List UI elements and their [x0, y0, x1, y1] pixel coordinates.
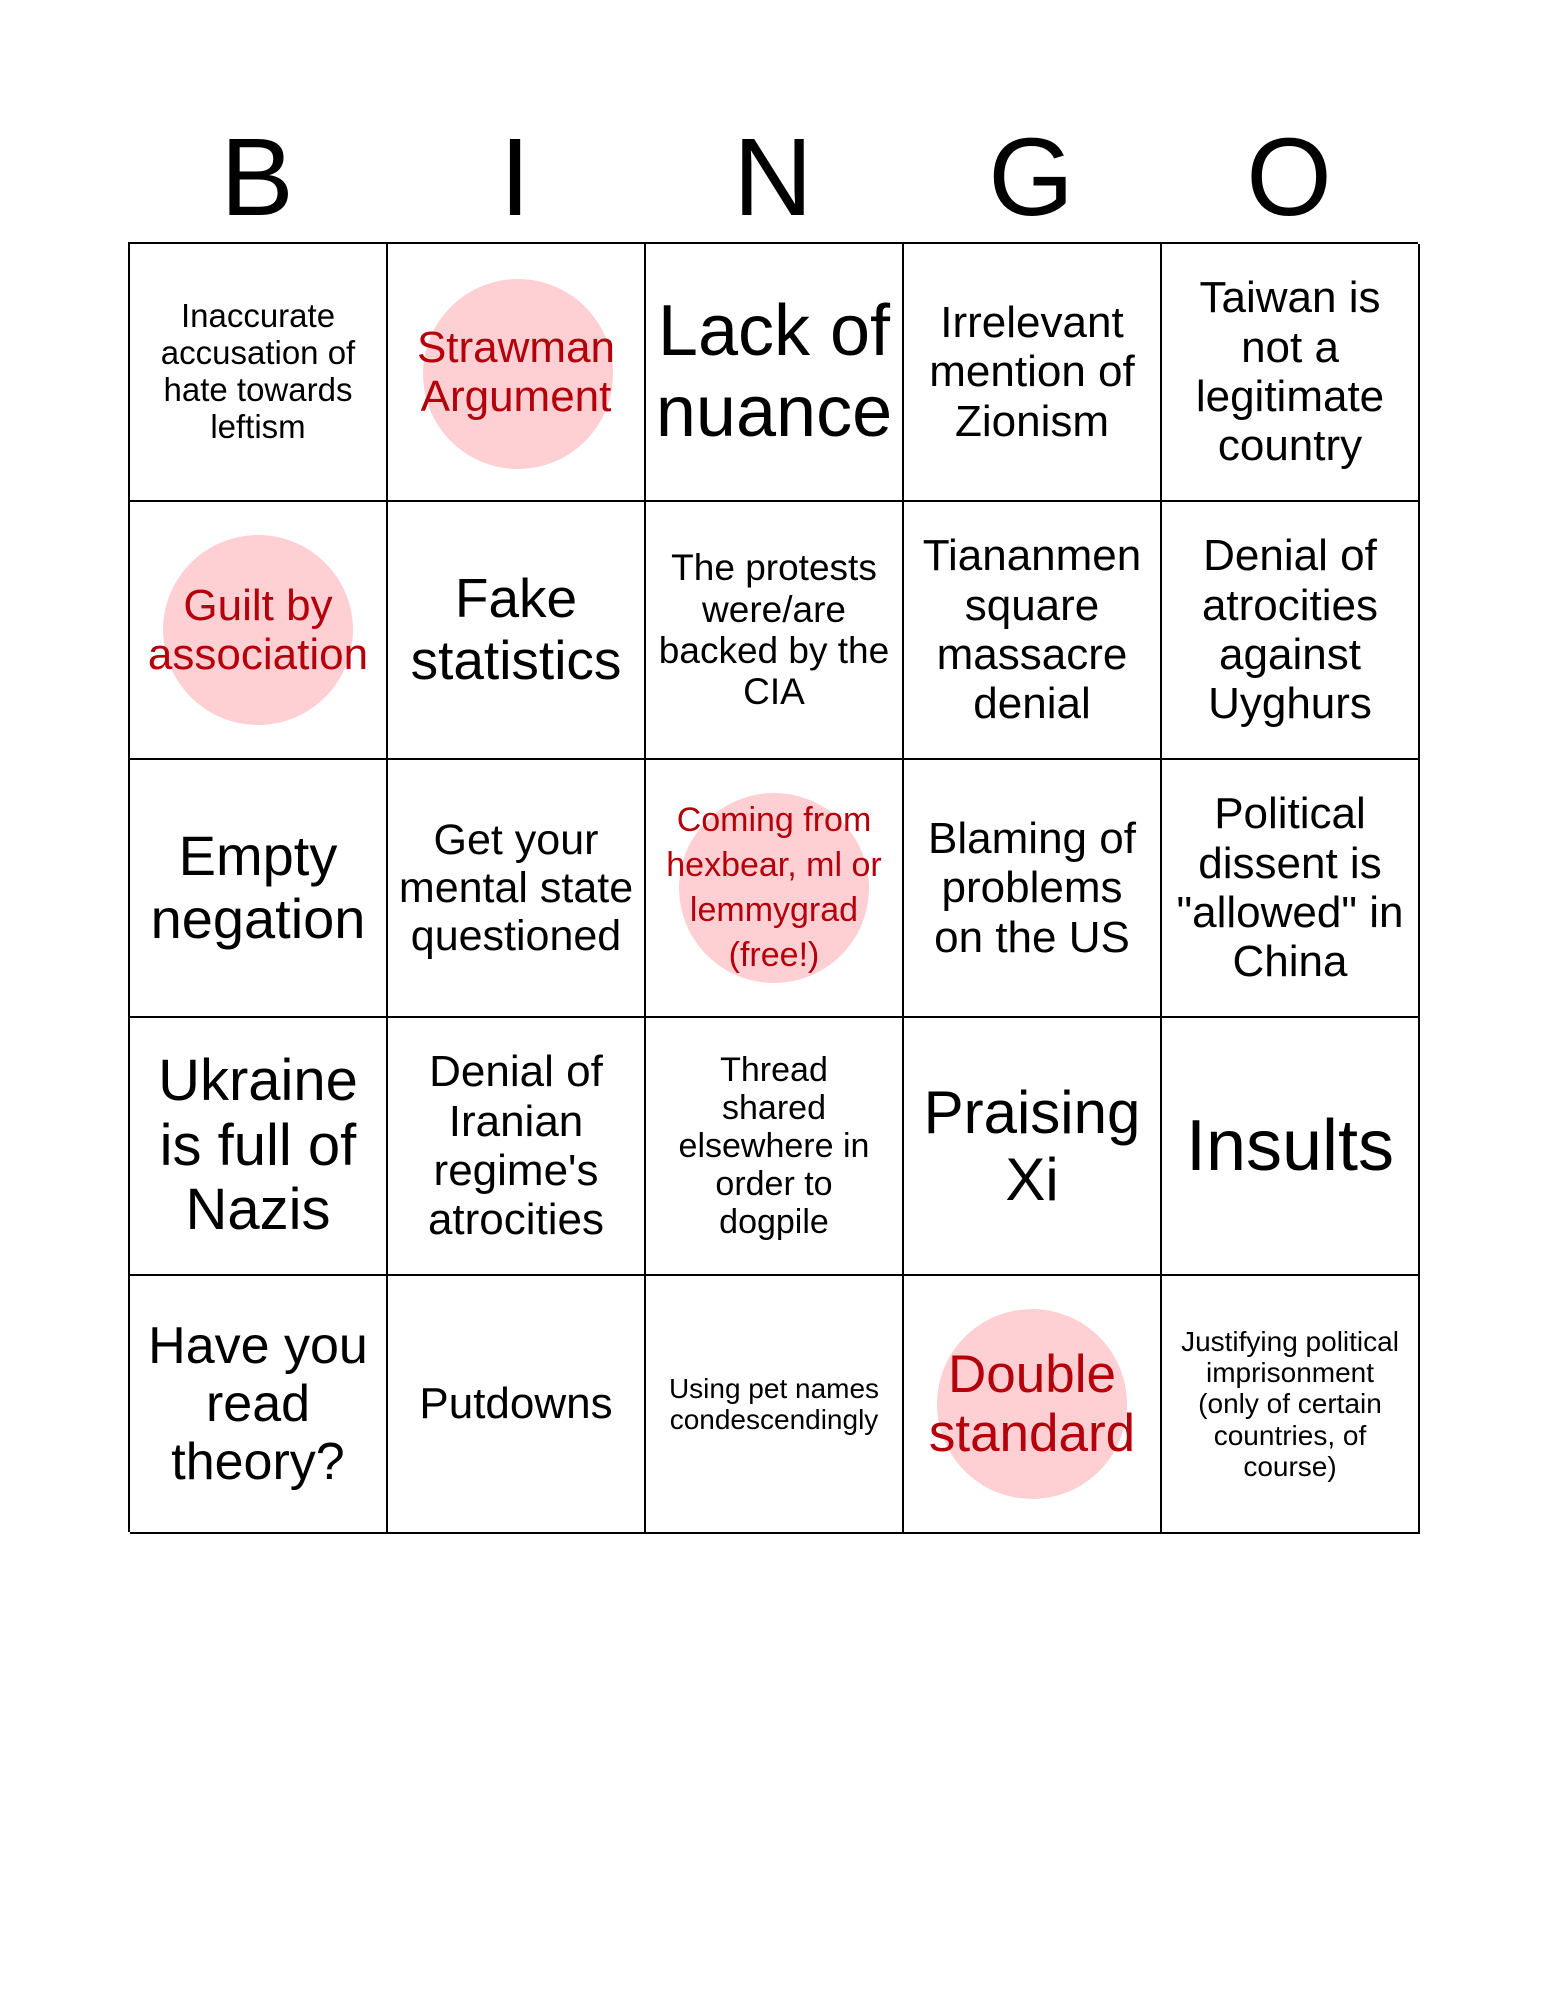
marker-dot [937, 1309, 1127, 1499]
bingo-cell[interactable]: Putdowns [388, 1276, 646, 1534]
bingo-cell-marked[interactable]: Strawman Argument [388, 244, 646, 502]
bingo-cell-marked[interactable]: Coming from hexbear, ml or lemmygrad (fr… [646, 760, 904, 1018]
cell-label: Insults [1185, 1105, 1395, 1186]
cell-label: Putdowns [419, 1379, 613, 1429]
cell-label: Thread shared elsewhere in order to dogp… [678, 1050, 870, 1242]
cell-label: Denial of Iranian regime's atrocities [427, 1047, 605, 1245]
bingo-cell[interactable]: Thread shared elsewhere in order to dogp… [646, 1018, 904, 1276]
bingo-cell-marked[interactable]: Guilt by association [130, 502, 388, 760]
cell-label: Tiananmen square massacre denial [922, 531, 1142, 729]
marker-dot [423, 279, 613, 469]
bingo-cell[interactable]: Using pet names condescendingly [646, 1276, 904, 1534]
bingo-cell[interactable]: Fake statistics [388, 502, 646, 760]
cell-label: Inaccurate accusation of hate towards le… [160, 297, 356, 445]
bingo-board: Inaccurate accusation of hate towards le… [128, 242, 1420, 1534]
bingo-cell-marked[interactable]: Double standard [904, 1276, 1162, 1534]
header-letter-o: O [1246, 116, 1332, 239]
cell-label: Taiwan is not a legitimate country [1195, 273, 1385, 471]
cell-label: Political dissent is "allowed" in China [1176, 789, 1404, 987]
bingo-header: B I N G O [128, 118, 1418, 238]
bingo-cell[interactable]: Political dissent is "allowed" in China [1162, 760, 1420, 1018]
cell-label: Justifying political imprisonment (only … [1181, 1325, 1399, 1483]
bingo-cell[interactable]: Empty negation [130, 760, 388, 1018]
cell-label: Lack of nuance [655, 291, 893, 452]
bingo-cell[interactable]: Get your mental state questioned [388, 760, 646, 1018]
cell-label: Denial of atrocities against Uyghurs [1201, 531, 1379, 729]
bingo-cell[interactable]: Irrelevant mention of Zionism [904, 244, 1162, 502]
cell-label: Ukraine is full of Nazis [158, 1047, 358, 1243]
header-letter-i: I [499, 116, 531, 239]
bingo-cell[interactable]: Lack of nuance [646, 244, 904, 502]
cell-label: Get your mental state questioned [398, 815, 634, 961]
cell-label: The protests were/are backed by the CIA [658, 547, 890, 713]
cell-label: Empty negation [150, 824, 366, 950]
bingo-cell[interactable]: Justifying political imprisonment (only … [1162, 1276, 1420, 1534]
header-letter-n: N [733, 116, 813, 239]
marker-dot [679, 793, 869, 983]
bingo-cell[interactable]: Insults [1162, 1018, 1420, 1276]
header-letter-g: G [988, 116, 1074, 239]
cell-label: Irrelevant mention of Zionism [929, 298, 1135, 446]
bingo-cell[interactable]: Tiananmen square massacre denial [904, 502, 1162, 760]
cell-label: Have you read theory? [148, 1316, 368, 1492]
cell-label: Blaming of problems on the US [928, 814, 1136, 962]
bingo-cell[interactable]: Ukraine is full of Nazis [130, 1018, 388, 1276]
bingo-cell[interactable]: Denial of Iranian regime's atrocities [388, 1018, 646, 1276]
bingo-cell[interactable]: Have you read theory? [130, 1276, 388, 1534]
cell-label: Guilt by association [147, 580, 369, 679]
bingo-cell[interactable]: The protests were/are backed by the CIA [646, 502, 904, 760]
cell-label: Fake statistics [410, 567, 622, 691]
cell-label: Strawman Argument [416, 322, 616, 421]
bingo-cell[interactable]: Denial of atrocities against Uyghurs [1162, 502, 1420, 760]
cell-label: Double standard [928, 1344, 1136, 1463]
bingo-cell[interactable]: Blaming of problems on the US [904, 760, 1162, 1018]
header-letter-b: B [220, 116, 294, 239]
bingo-cell[interactable]: Taiwan is not a legitimate country [1162, 244, 1420, 502]
bingo-cell[interactable]: Praising Xi [904, 1018, 1162, 1276]
marker-dot [163, 535, 353, 725]
cell-label: Praising Xi [923, 1078, 1141, 1213]
cell-label: Using pet names condescendingly [668, 1372, 880, 1435]
bingo-cell[interactable]: Inaccurate accusation of hate towards le… [130, 244, 388, 502]
cell-label: Coming from hexbear, ml or lemmygrad (fr… [666, 800, 882, 975]
